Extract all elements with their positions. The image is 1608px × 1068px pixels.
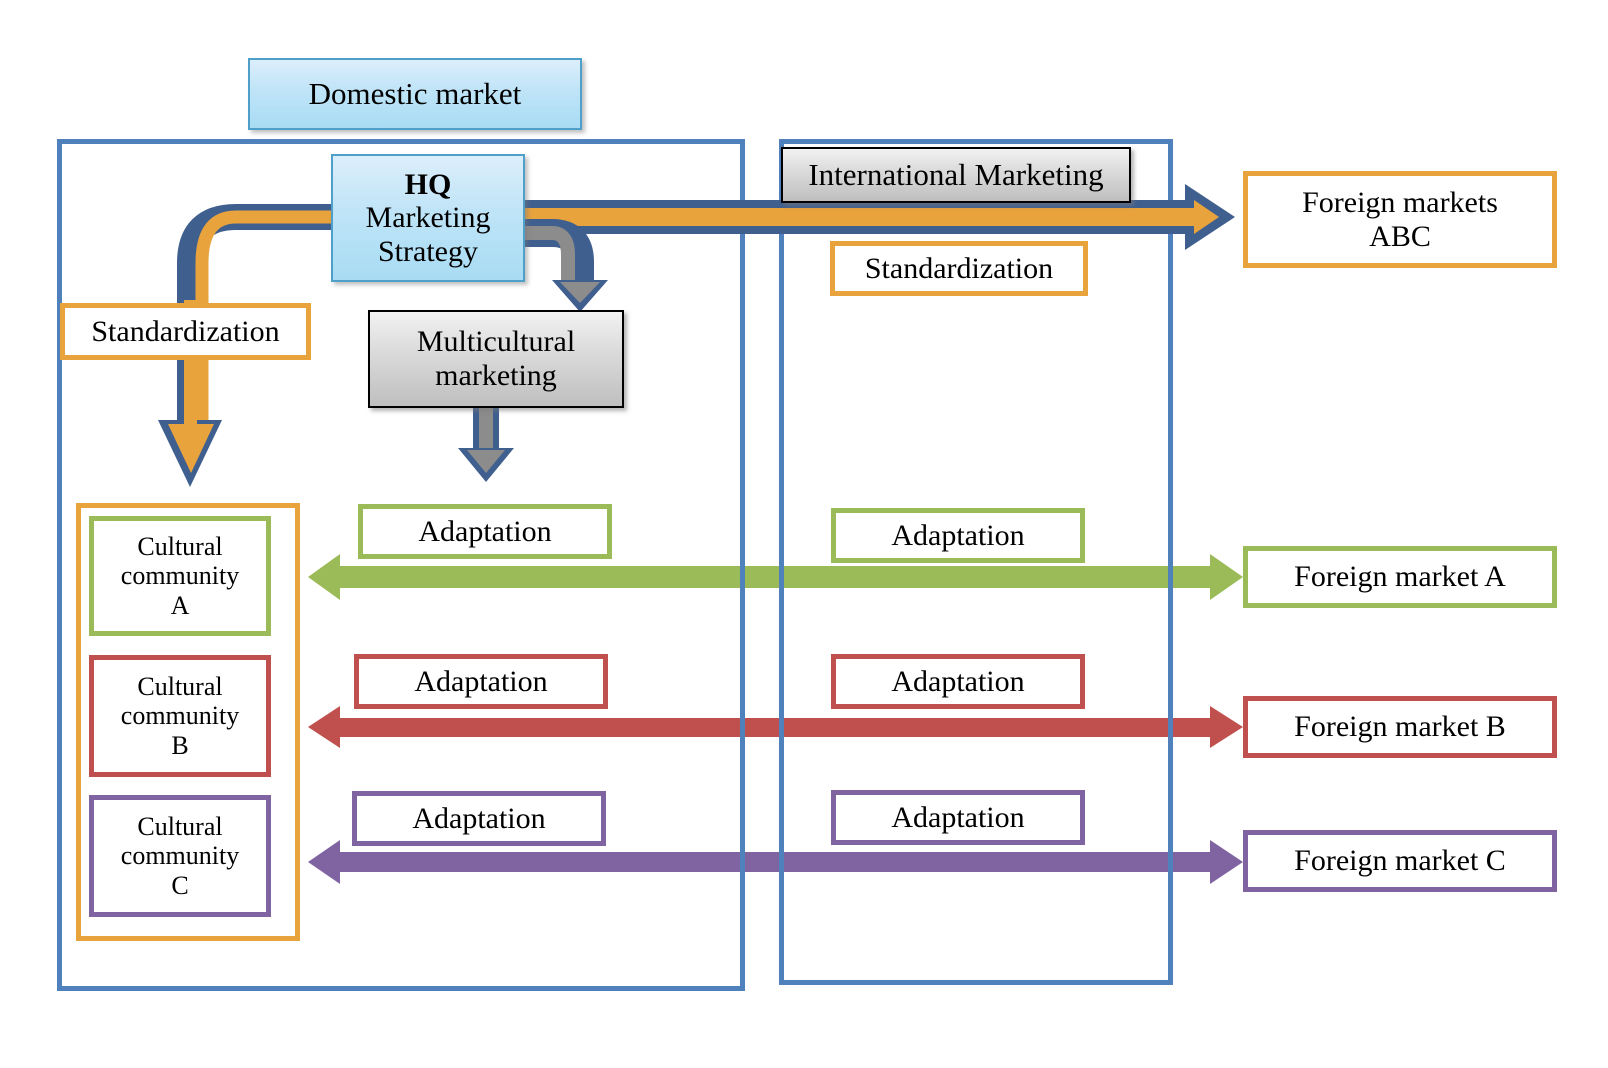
domestic-market-title-label: Domestic market bbox=[308, 75, 522, 111]
standardization-box-domestic: Standardization bbox=[60, 303, 311, 360]
international-marketing-label: International Marketing bbox=[808, 156, 1104, 192]
foreign-market-a-label: Foreign market A bbox=[1294, 560, 1506, 594]
foreign-markets-abc-line1: Foreign markets bbox=[1302, 185, 1498, 219]
hq-marketing-strategy-box: HQ Marketing Strategy bbox=[331, 154, 525, 282]
hq-label-line2: Marketing bbox=[365, 201, 491, 235]
adaptation-label-domestic-a: Adaptation bbox=[418, 514, 552, 548]
adaptation-box-international-b: Adaptation bbox=[831, 654, 1085, 709]
foreign-market-c-label: Foreign market C bbox=[1294, 844, 1506, 878]
cultural-community-c-line1: Cultural bbox=[137, 812, 223, 842]
cultural-community-b-line1: Cultural bbox=[137, 672, 223, 702]
adaptation-label-international-c: Adaptation bbox=[891, 800, 1025, 834]
cultural-community-b-box: Cultural community B bbox=[89, 655, 271, 777]
adaptation-label-international-a: Adaptation bbox=[891, 518, 1025, 552]
adaptation-box-international-a: Adaptation bbox=[831, 508, 1085, 563]
standardization-label-domestic: Standardization bbox=[91, 314, 280, 348]
cultural-community-a-box: Cultural community A bbox=[89, 516, 271, 636]
cultural-community-a-line1: Cultural bbox=[137, 532, 223, 562]
foreign-market-a-box: Foreign market A bbox=[1243, 546, 1557, 608]
adaptation-box-domestic-c: Adaptation bbox=[352, 791, 606, 846]
cultural-community-b-line2: community bbox=[120, 701, 240, 731]
cultural-community-a-line2: community bbox=[120, 561, 240, 591]
adaptation-label-domestic-b: Adaptation bbox=[414, 664, 548, 698]
multicultural-label-line1: Multicultural bbox=[416, 325, 576, 359]
cultural-community-c-line3: C bbox=[171, 870, 189, 900]
multicultural-label-line2: marketing bbox=[435, 359, 557, 392]
hq-label-line1: HQ bbox=[404, 167, 452, 201]
adaptation-label-domestic-c: Adaptation bbox=[412, 801, 546, 835]
foreign-markets-abc-line2: ABC bbox=[1369, 219, 1431, 253]
foreign-market-b-box: Foreign market B bbox=[1243, 696, 1557, 758]
standardization-box-international: Standardization bbox=[830, 241, 1088, 296]
cultural-community-c-box: Cultural community C bbox=[89, 795, 271, 917]
international-marketing-box: International Marketing bbox=[781, 147, 1131, 203]
adaptation-label-international-b: Adaptation bbox=[891, 664, 1025, 698]
adaptation-box-domestic-a: Adaptation bbox=[358, 504, 612, 559]
domestic-market-title-box: Domestic market bbox=[248, 58, 582, 130]
cultural-communities-group bbox=[76, 503, 300, 941]
foreign-market-c-box: Foreign market C bbox=[1243, 830, 1557, 892]
adaptation-box-international-c: Adaptation bbox=[831, 790, 1085, 845]
cultural-community-b-line3: B bbox=[171, 730, 189, 760]
adaptation-box-domestic-b: Adaptation bbox=[354, 654, 608, 709]
standardization-label-international: Standardization bbox=[864, 251, 1054, 285]
foreign-markets-abc-box: Foreign markets ABC bbox=[1243, 171, 1557, 268]
cultural-community-a-line3: A bbox=[170, 590, 190, 620]
hq-label-line3: Strategy bbox=[378, 234, 478, 268]
foreign-market-b-label: Foreign market B bbox=[1294, 710, 1506, 744]
multicultural-marketing-box: Multicultural marketing bbox=[368, 310, 624, 408]
cultural-community-c-line2: community bbox=[120, 841, 240, 871]
